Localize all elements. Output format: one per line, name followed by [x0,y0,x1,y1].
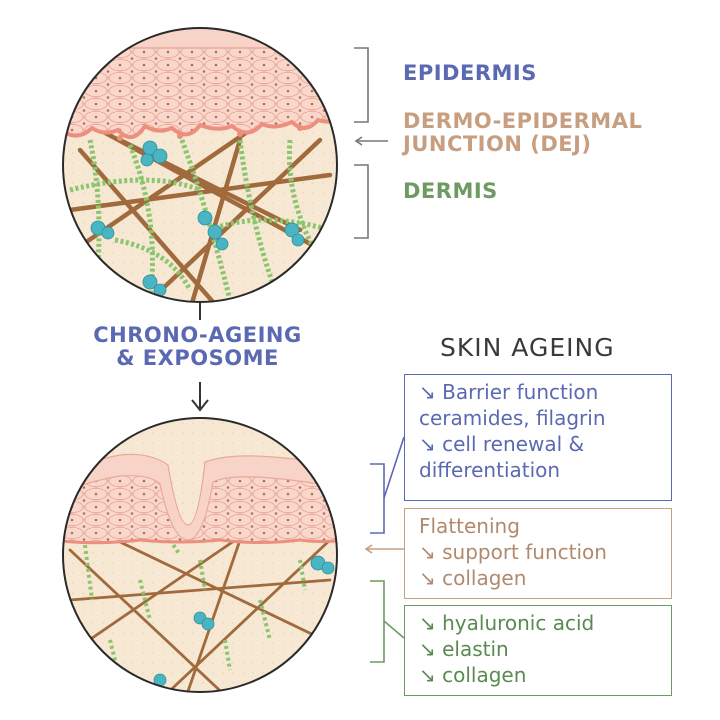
dej-label-line1: DERMO-EPIDERMAL [403,109,643,133]
dermis-bracket [354,164,369,239]
dej-arrow [354,136,388,146]
process-label-line2: & EXPOSOME [116,345,279,370]
hyaluronic-acid-clusters [90,140,305,297]
aged-elastin-fibers [83,538,307,681]
bottom-brackets [370,436,405,663]
aged-dej-line [63,538,337,545]
aged-stratum-corneum [63,453,337,541]
aged-epidermis-bracket [370,463,385,534]
aged-hyaluronic-clusters [153,555,335,687]
effect-line: ↘ support function [419,540,607,564]
effect-line: Flattening [419,514,520,538]
top-brackets [354,47,369,239]
epidermis-effects-box: ↘ Barrier function ceramides, filagrin ↘… [404,374,672,501]
healthy-skin-circle [62,27,338,303]
effect-line: ↘ collagen [419,663,527,687]
effect-line: ceramides, filagrin [419,406,606,430]
aged-skin-circle [62,417,338,693]
effect-line: ↘ collagen [419,566,527,590]
effect-line: differentiation [419,458,561,482]
effect-line: ↘ cell renewal & [419,432,585,456]
epidermis-bracket [354,47,369,123]
dej-label: DERMO-EPIDERMAL JUNCTION (DEJ) [403,110,642,155]
aged-dej-arrow [364,544,404,554]
ageing-arrow [191,302,209,412]
aged-dermis-bracket [370,580,385,663]
dej-label-line2: JUNCTION (DEJ) [403,131,592,156]
epidermis-layer [63,28,337,137]
epidermis-label: EPIDERMIS [403,61,537,85]
process-label-line1: CHRONO-AGEING [93,323,302,347]
skin-ageing-title: SKIN AGEING [440,333,615,362]
effect-line: ↘ hyaluronic acid [419,611,595,635]
effect-line: ↘ elastin [419,637,509,661]
chrono-ageing-label: CHRONO-AGEING & EXPOSOME [65,324,330,369]
dermis-label: DERMIS [403,179,498,203]
dermis-effects-box: ↘ hyaluronic acid ↘ elastin ↘ collagen [404,605,672,696]
effect-line: ↘ Barrier function [419,380,599,404]
dej-effects-box: Flattening ↘ support function ↘ collagen [404,508,672,599]
